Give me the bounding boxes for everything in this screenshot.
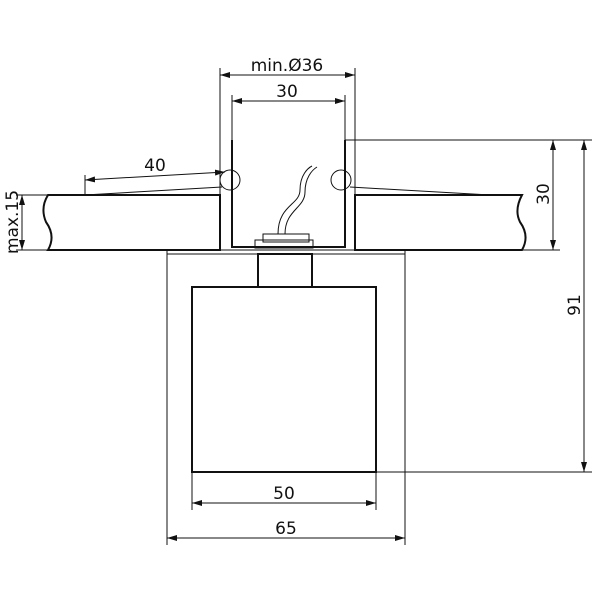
terminal-block [254, 233, 314, 249]
label-inner-width: 30 [276, 82, 298, 102]
label-flange-width: 65 [275, 519, 297, 539]
label-min-diameter: min.Ø36 [251, 56, 323, 76]
label-recess-depth: 30 [534, 183, 554, 205]
label-cube-width: 50 [273, 484, 295, 504]
label-ceiling-thickness: max.15 [3, 190, 23, 254]
label-tilt-span: 40 [144, 156, 166, 176]
ceiling-right [354, 194, 527, 251]
mounting-bracket [231, 140, 346, 248]
wires [277, 165, 318, 235]
label-total-height: 91 [565, 294, 585, 316]
ceiling-left [42, 194, 221, 251]
neck [257, 253, 313, 288]
spring-clip-left [219, 169, 241, 191]
dim-line-tilt-span [84, 169, 226, 183]
cube-body [191, 286, 377, 473]
spring-clip-right [330, 169, 352, 191]
